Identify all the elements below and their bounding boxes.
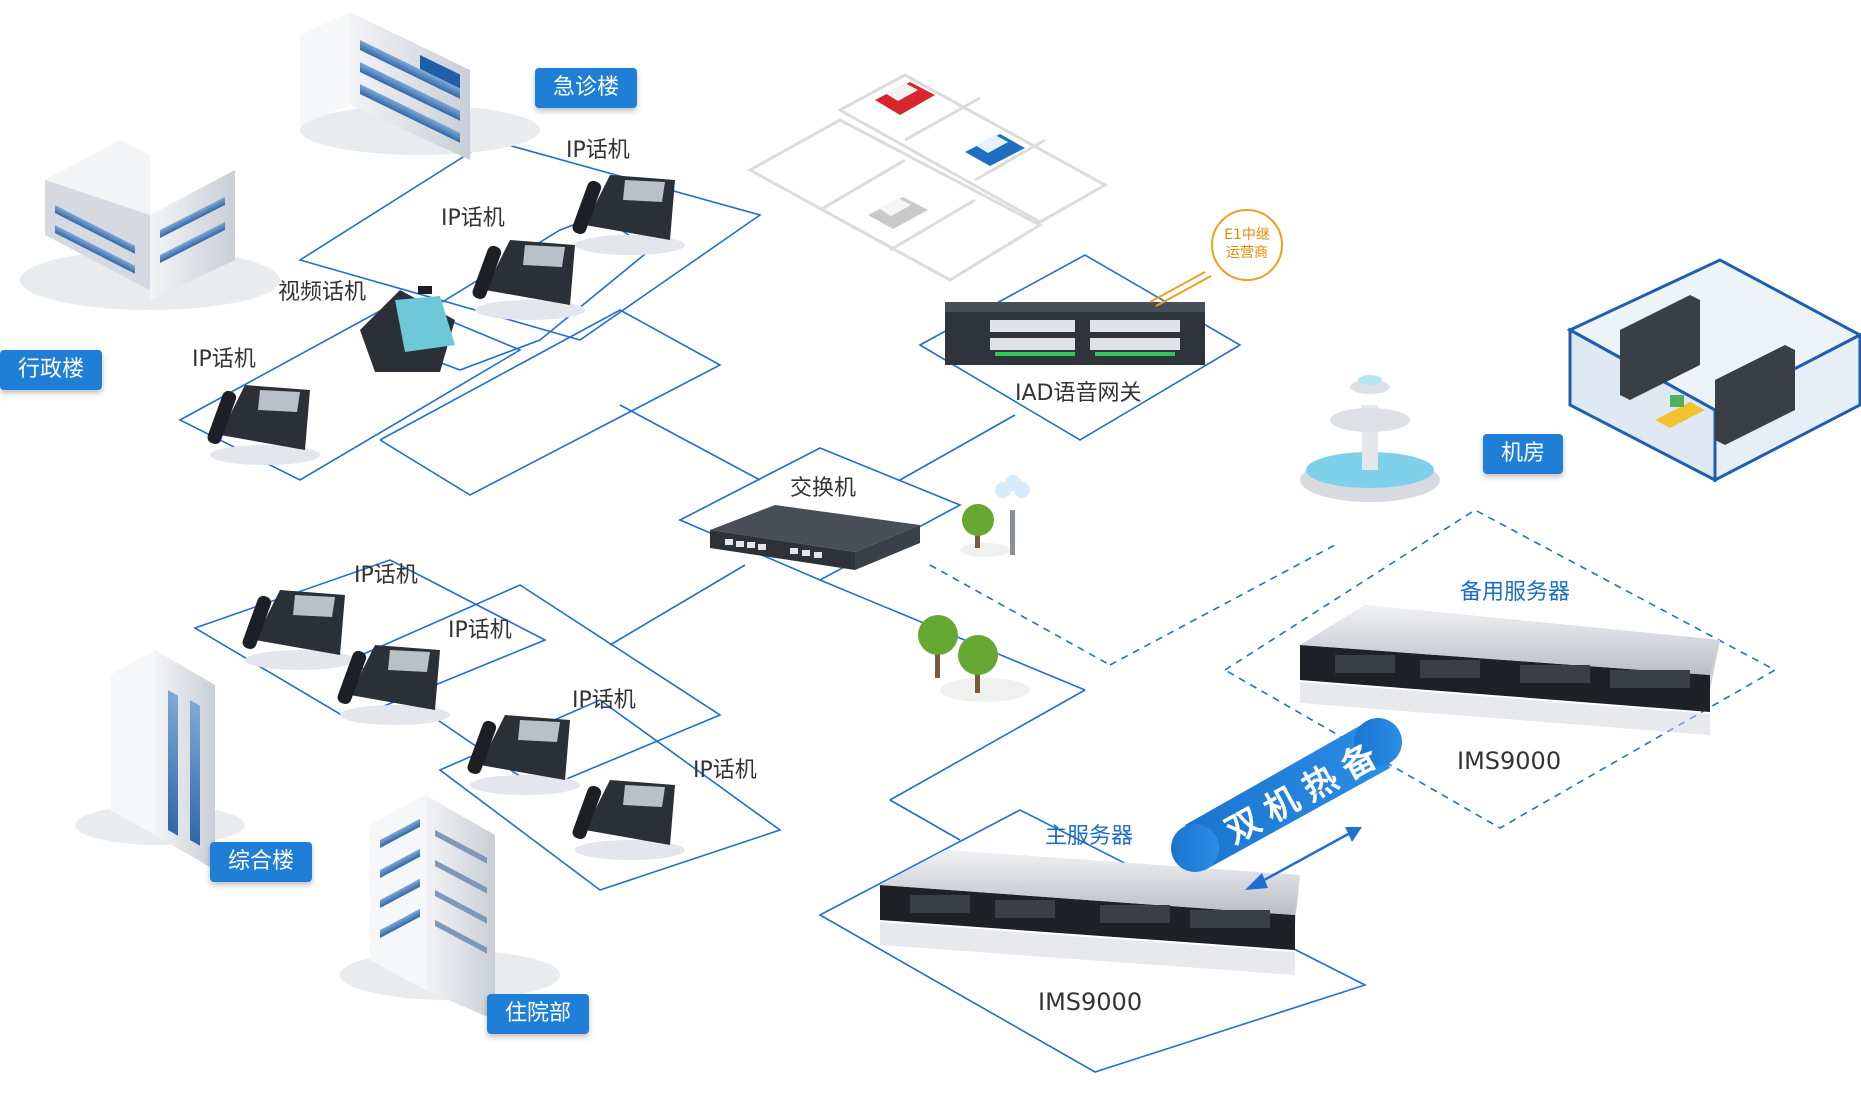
car-icon bbox=[875, 82, 935, 115]
link-top-grid bbox=[379, 309, 722, 496]
machine-room-badge: 机房 bbox=[1483, 434, 1564, 474]
voice-gateway-icon bbox=[945, 302, 1205, 365]
desk-phone-icon bbox=[337, 645, 450, 725]
e1-trunk-line2: 运营商 bbox=[1226, 245, 1268, 261]
hot-standby-pill bbox=[1171, 718, 1402, 890]
switch-label: 交换机 bbox=[790, 476, 857, 501]
tree-icon bbox=[960, 504, 1010, 557]
platform-backup-server bbox=[1223, 509, 1777, 829]
platform-switch bbox=[678, 447, 962, 581]
e1-trunk-line1: E1中继 bbox=[1224, 227, 1270, 243]
ip-phone-label-top: IP话机 bbox=[566, 138, 630, 163]
link-main-server bbox=[889, 799, 961, 841]
building-icon bbox=[300, 12, 540, 160]
link-backup-dashed bbox=[1109, 544, 1336, 666]
desk-phone-icon bbox=[467, 715, 580, 795]
building-icon bbox=[75, 650, 245, 870]
link-to-switch bbox=[619, 404, 761, 481]
building-icon bbox=[20, 140, 280, 310]
parking-lot bbox=[746, 73, 1109, 282]
server-room-icon bbox=[1566, 258, 1861, 483]
main-server-label: 主服务器 bbox=[1045, 824, 1134, 849]
backup-server-model: IMS9000 bbox=[1457, 747, 1562, 775]
building-icon bbox=[340, 795, 560, 1020]
inpatient-building-badge: 住院部 bbox=[487, 994, 590, 1034]
desk-phone-icon bbox=[572, 175, 685, 255]
platform-iad bbox=[918, 254, 1242, 441]
main-server-model: IMS9000 bbox=[1038, 988, 1143, 1016]
phones-group bbox=[207, 175, 685, 860]
platform-bottom-phones-1 bbox=[193, 559, 547, 721]
lamp-icon bbox=[995, 475, 1030, 555]
ip-phone-label-admin: IP话机 bbox=[192, 347, 256, 372]
desk-phone-icon bbox=[572, 780, 685, 860]
ip-phone-label-bottom-4: IP话机 bbox=[693, 758, 757, 783]
e1-link bbox=[1149, 209, 1283, 307]
tree-icon bbox=[918, 615, 1030, 702]
video-phone-icon bbox=[360, 286, 455, 372]
link-bottom-switch bbox=[609, 564, 746, 646]
ip-phone-label-bottom-1: IP话机 bbox=[354, 563, 418, 588]
link-switch-iad bbox=[899, 414, 1016, 481]
ip-phone-label-bottom-2: IP话机 bbox=[448, 618, 512, 643]
link-switch-backup bbox=[929, 564, 1111, 666]
backup-links bbox=[929, 509, 1777, 829]
iad-gateway-label: IAD语音网关 bbox=[1015, 381, 1142, 406]
desk-phone-icon bbox=[207, 385, 320, 465]
backup-server-label: 备用服务器 bbox=[1460, 580, 1571, 605]
fountain-icon bbox=[1300, 375, 1440, 502]
ip-phone-label-bottom-3: IP话机 bbox=[572, 688, 636, 713]
platform-main-server bbox=[818, 809, 1368, 1073]
admin-building-badge: 行政楼 bbox=[0, 350, 103, 390]
emergency-building-badge: 急诊楼 bbox=[535, 68, 638, 108]
car-icon bbox=[868, 197, 928, 229]
video-phone-label: 视频话机 bbox=[278, 280, 367, 305]
link-tree-main bbox=[889, 689, 1086, 801]
desk-phone-icon bbox=[472, 240, 585, 320]
ip-phone-label-upper: IP话机 bbox=[441, 206, 505, 231]
general-building-badge: 综合楼 bbox=[210, 842, 313, 882]
rack-server-icon bbox=[880, 850, 1300, 975]
e1-trunk-label: E1中继 运营商 bbox=[1212, 226, 1282, 262]
desk-phone-icon bbox=[242, 590, 355, 670]
rack-server-icon bbox=[1300, 605, 1720, 735]
network-switch-icon bbox=[710, 505, 920, 570]
car-icon bbox=[965, 134, 1025, 166]
